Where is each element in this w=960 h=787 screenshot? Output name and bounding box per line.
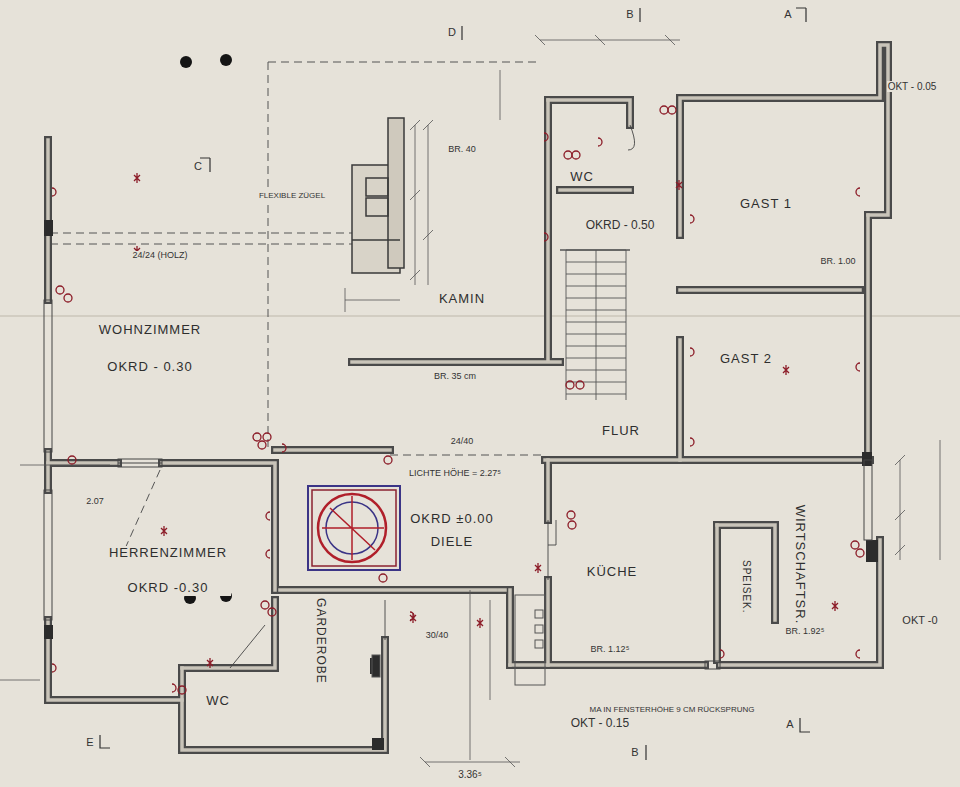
section-marker: A: [783, 8, 792, 20]
dimension-label: 24/24 (HOLZ): [131, 251, 188, 261]
room-label: SPEISEK.: [740, 556, 752, 618]
dimension-label: 24/40: [450, 437, 475, 447]
dimension-label: BR. 1.92⁵: [785, 627, 826, 637]
room-name: GAST 2: [716, 352, 776, 367]
walls: [48, 45, 888, 750]
room-label: KÜCHE: [583, 565, 642, 580]
dimension-label: 3.36⁵: [457, 769, 483, 780]
dashed-outline: [50, 62, 545, 560]
room-name: GARDEROBE: [313, 594, 327, 688]
room-name: GAST 1: [736, 197, 796, 212]
room-name: SPEISEK.: [740, 556, 752, 618]
room-name: WC: [202, 694, 234, 709]
room-label: WC: [566, 170, 598, 185]
room-name: FLUR: [598, 424, 644, 439]
floor-level: OKRD -0.30: [105, 581, 231, 596]
dimension-label: MA IN FENSTERHÖHE 9 CM RÜCKSPRUNG: [589, 706, 756, 715]
dimension-label: 2.07: [85, 497, 105, 507]
section-marker: B: [630, 746, 639, 758]
section-marker: D: [447, 26, 457, 38]
floor-level: OKRD - 0.30: [95, 360, 205, 375]
floor-level: OKRD ±0.00: [406, 512, 498, 527]
electrical-symbols: [52, 106, 864, 694]
section-marker: A: [785, 718, 794, 730]
room-label: GAST 1: [736, 197, 796, 212]
doors: [230, 125, 635, 668]
wall-core: [48, 45, 888, 750]
dimension-label: BR. 35 cm: [433, 372, 477, 382]
section-markers: [100, 8, 810, 760]
room-label: KAMIN: [435, 292, 489, 307]
section-marker: C: [193, 160, 203, 172]
room-label: GARDEROBE: [313, 594, 327, 688]
room-label: WIRTSCHAFTSR.: [793, 500, 808, 628]
dimension-label: BR. 1.00: [819, 257, 856, 267]
room-label: OKRD ±0.00DIELE: [406, 512, 498, 550]
dimension-label: OKT -0: [901, 614, 938, 626]
windows: [44, 300, 872, 669]
dimension-label: 30/40: [425, 631, 450, 641]
room-label: FLUR: [598, 424, 644, 439]
wall-posts: [44, 220, 878, 750]
room-label: WC: [202, 694, 234, 709]
dimension-label: LICHTE HÖHE = 2.27⁵: [408, 469, 502, 479]
room-label: WOHNZIMMER OKRD - 0.30: [95, 323, 205, 375]
dimension-lines: [0, 35, 940, 767]
fold-line: [0, 315, 960, 317]
room-name: WIRTSCHAFTSR.: [793, 500, 808, 628]
room-name: DIELE: [406, 535, 498, 550]
dimension-label: OKT - 0.05: [887, 81, 938, 92]
section-marker: E: [85, 736, 94, 748]
kitchen-counter: [372, 595, 545, 685]
red-markup: [70, 360, 400, 570]
room-label: GAST 2: [716, 352, 776, 367]
room-name: KÜCHE: [583, 565, 642, 580]
stairs: [560, 250, 630, 400]
room-name: WC: [566, 170, 598, 185]
room-name: HERRENZIMMER: [105, 546, 231, 561]
section-marker: B: [625, 8, 634, 20]
room-label: HERRENZIMMER OKRD -0.30: [105, 546, 231, 596]
room-name: KAMIN: [435, 292, 489, 307]
dimension-label: BR. 1.12⁵: [590, 645, 631, 655]
dimension-label: OKRD - 0.50: [585, 219, 656, 232]
room-name: WOHNZIMMER: [95, 323, 205, 338]
dimension-label: BR. 40: [447, 145, 477, 155]
chimney: [352, 118, 404, 273]
dimension-label: OKT - 0.15: [570, 717, 630, 730]
dimension-label: FLEXIBLE ZÜGEL: [258, 192, 326, 201]
